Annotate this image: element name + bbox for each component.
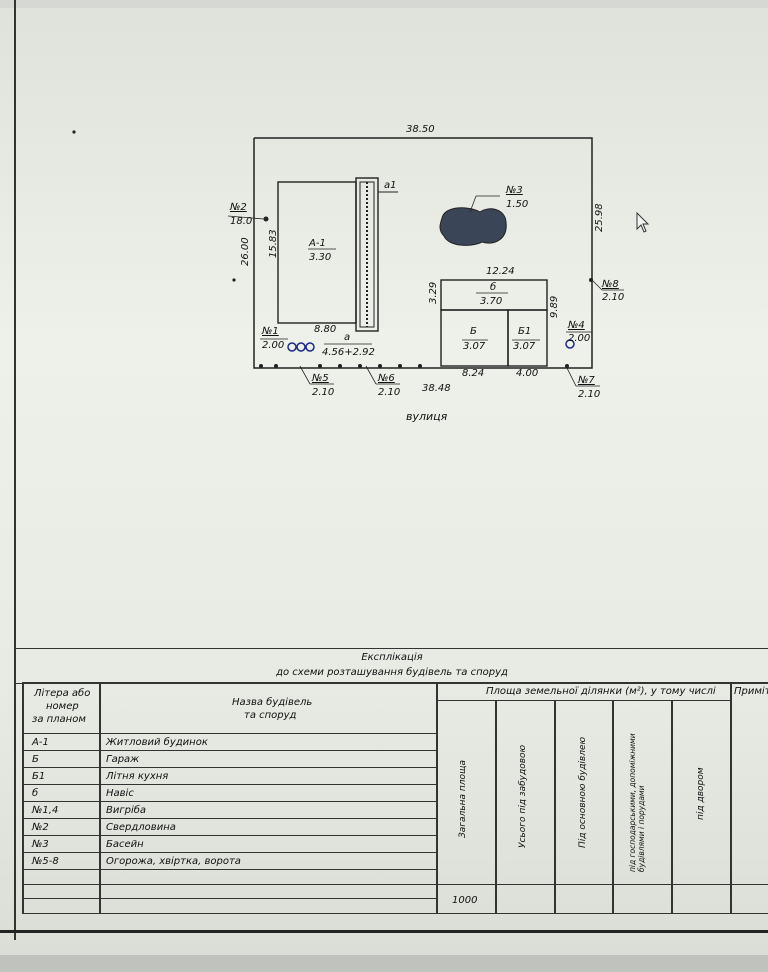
left-dimension: 26.00 [240,237,251,266]
col-aux-header: під господарськими, допоміжними будівлям… [628,733,646,872]
n1-value: 2.00 [262,340,285,351]
col-name-header-1: Назва будівель [232,697,313,708]
shed-label: б [490,282,497,293]
shed-width: 12.24 [486,266,515,277]
kitchen-area: 3.07 [513,341,536,352]
row-name: Свердловина [106,822,176,833]
row-name: Басейн [106,839,144,850]
col-letter-header-1: Літера або [34,688,91,699]
top-dimension: 38.50 [406,124,435,135]
shed-area: 3.70 [480,296,503,307]
annex-a-dims: 4.56+2.92 [322,347,375,358]
shed-depth: 3.29 [428,281,439,304]
row-name: Гараж [106,754,140,765]
annex-a-label: а [344,332,351,343]
row-code: №5-8 [32,856,59,867]
frame-edge [0,955,768,972]
bottom-dimension: 38.48 [422,383,451,394]
row-code: №3 [32,839,49,850]
side-dimension: 9.89 [549,295,560,318]
n4-label: №4 [568,320,585,331]
house-label: А-1 [309,238,326,249]
n4-value: 2.00 [568,333,591,344]
n6-value: 2.10 [378,387,401,398]
total-area-value: 1000 [452,895,478,906]
n1-label: №1 [262,326,279,337]
kitchen-b1 [507,309,548,367]
col-main-header: Під основною будівлею [578,736,588,848]
notes-header: Приміт [734,686,768,697]
right-dimension: 25.98 [594,203,605,232]
n3-label: №3 [506,185,523,196]
plot-boundary [253,137,593,369]
n7-label: №7 [578,375,595,386]
n8-value: 2.10 [602,292,625,303]
house-height: 15.83 [268,229,279,258]
n8-label: №8 [602,279,619,290]
top-strip [0,0,768,8]
n5-value: 2.10 [312,387,335,398]
street-label: вулиця [406,410,448,423]
col-letter-header-2: номер [46,701,79,712]
garage-area: 3.07 [463,341,486,352]
row-name: Огорожа, хвіртка, ворота [106,856,241,867]
col-name-header-2: та споруд [244,710,297,721]
n2-value: 18.0 [230,216,253,227]
garage-label: Б [470,326,477,337]
n7-value: 2.10 [578,389,601,400]
annex-a [355,177,379,332]
row-code: №1,4 [32,805,59,816]
table-subtitle: до схеми розташування будівель та споруд [276,667,508,678]
frame-left-border [14,0,16,940]
table-title: Експлікація [361,652,423,663]
row-code: Б [32,754,39,765]
n3-value: 1.50 [506,199,529,210]
frame-bottom-border [0,930,768,933]
row-name: Вигріба [106,805,147,816]
garage-b [440,309,509,367]
n2-label: №2 [230,202,247,213]
bottom-right-dimension: 4.00 [516,368,539,379]
house-width: 8.80 [314,324,337,335]
annex-a1-label: а1 [384,180,397,191]
row-name: Літня кухня [106,771,169,782]
col-total-header: Загальна площа [458,760,468,838]
n6-label: №6 [378,373,395,384]
col-yard-header: під двором [696,767,706,820]
row-code: А-1 [32,737,49,748]
row-code: Б1 [32,771,46,782]
row-name: Навіс [106,788,134,799]
row-name: Житловий будинок [106,737,208,748]
kitchen-label: Б1 [518,326,532,337]
row-code: №2 [32,822,49,833]
col-built-header: Усього під забудовою [518,744,528,848]
house-area: 3.30 [309,252,332,263]
n5-label: №5 [312,373,329,384]
mouse-pointer-icon [636,212,650,233]
col-letter-header-3: за планом [32,714,86,725]
table-heading [16,648,768,684]
pool [439,207,507,246]
area-group-header: Площа земельної ділянки (м²), у тому чис… [486,686,716,697]
site-plan [72,130,624,387]
row-code: б [32,788,39,799]
bottom-left-dimension: 8.24 [462,368,485,379]
